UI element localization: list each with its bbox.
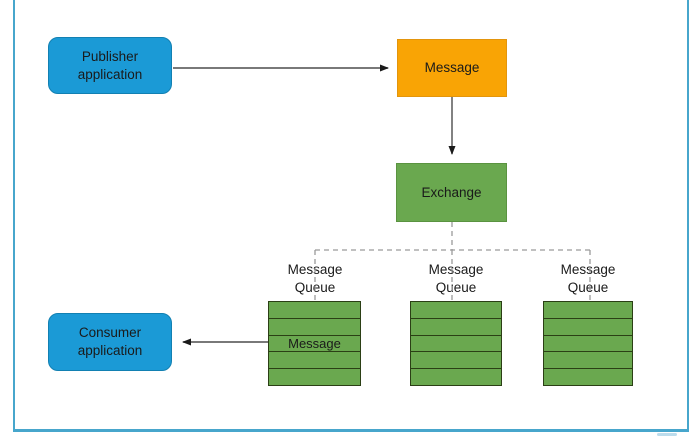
queue-slot-message: Message: [269, 336, 360, 353]
message-queue-2-caption: Message Queue: [428, 262, 484, 295]
message-label: Message: [424, 60, 480, 75]
consumer-application-label: Consumer application: [77, 325, 143, 358]
exchange-node: Exchange: [396, 163, 507, 222]
queue-slot: [269, 319, 360, 336]
slide-frame-bottom-border: [13, 429, 689, 432]
consumer-application-node: Consumer application: [48, 313, 172, 371]
bottom-right-smudge-artifact: [657, 433, 677, 436]
message-queue-1-caption: Message Queue: [287, 262, 343, 295]
queue-slot: [269, 369, 360, 385]
queue-slot: [544, 369, 632, 385]
publisher-application-label: Publisher application: [77, 48, 143, 82]
queue-slot: [411, 352, 501, 370]
queue-slot: [411, 336, 501, 353]
slide-frame-right-border: [687, 0, 689, 431]
slide-frame-left-border: [13, 0, 15, 431]
message-node: Message: [397, 39, 507, 97]
message-queue-2: [410, 301, 502, 386]
message-queue-1: Message: [268, 301, 361, 386]
queue-slot: [269, 302, 360, 319]
message-queue-3-caption: Message Queue: [560, 262, 616, 295]
queue-slot: [544, 302, 632, 319]
message-queue-3: [543, 301, 633, 386]
queue-slot: [411, 302, 501, 319]
queue-slot: [411, 319, 501, 336]
exchange-label: Exchange: [421, 184, 482, 200]
queue-slot: [544, 319, 632, 336]
queue-slot: [269, 352, 360, 370]
queue-slot: [544, 336, 632, 353]
queue-slot: [411, 369, 501, 385]
publisher-application-node: Publisher application: [48, 37, 172, 94]
queue-slot: [544, 352, 632, 370]
